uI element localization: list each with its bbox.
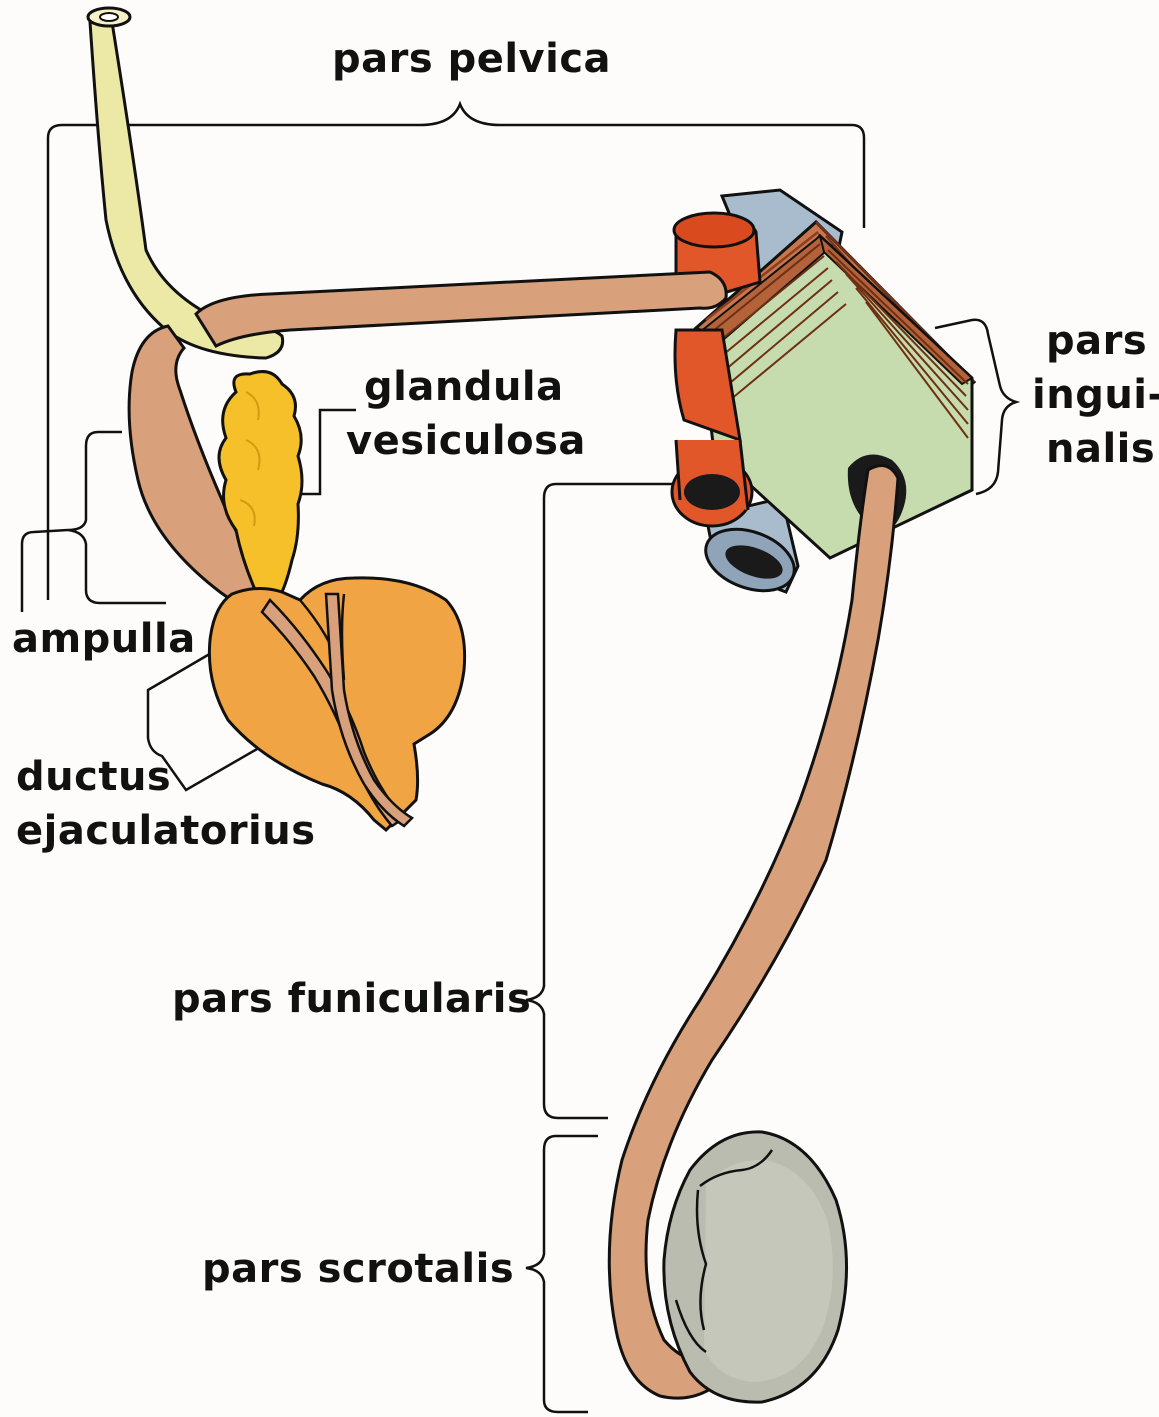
label-pars-inguinalis-line3: nalis xyxy=(1046,426,1155,472)
leader-ampulla xyxy=(22,530,68,612)
label-pars-pelvica: pars pelvica xyxy=(332,36,611,82)
testis xyxy=(664,1132,847,1402)
bracket-pars-funicularis xyxy=(526,484,690,1118)
label-glandula-vesiculosa-line1: glandula xyxy=(364,364,564,410)
label-ductus-ejaculatorius-line1: ductus xyxy=(16,754,171,800)
label-ductus-ejaculatorius-line2: ejaculatorius xyxy=(16,808,316,854)
label-pars-inguinalis-line2: ingui- xyxy=(1032,372,1159,418)
label-pars-inguinalis-line1: pars xyxy=(1046,318,1147,364)
label-ampulla: ampulla xyxy=(12,616,196,662)
label-pars-scrotalis: pars scrotalis xyxy=(202,1246,514,1292)
label-glandula-vesiculosa-line2: vesiculosa xyxy=(346,418,586,464)
label-pars-funicularis: pars funicularis xyxy=(172,976,531,1022)
bracket-pars-scrotalis xyxy=(526,1136,598,1412)
